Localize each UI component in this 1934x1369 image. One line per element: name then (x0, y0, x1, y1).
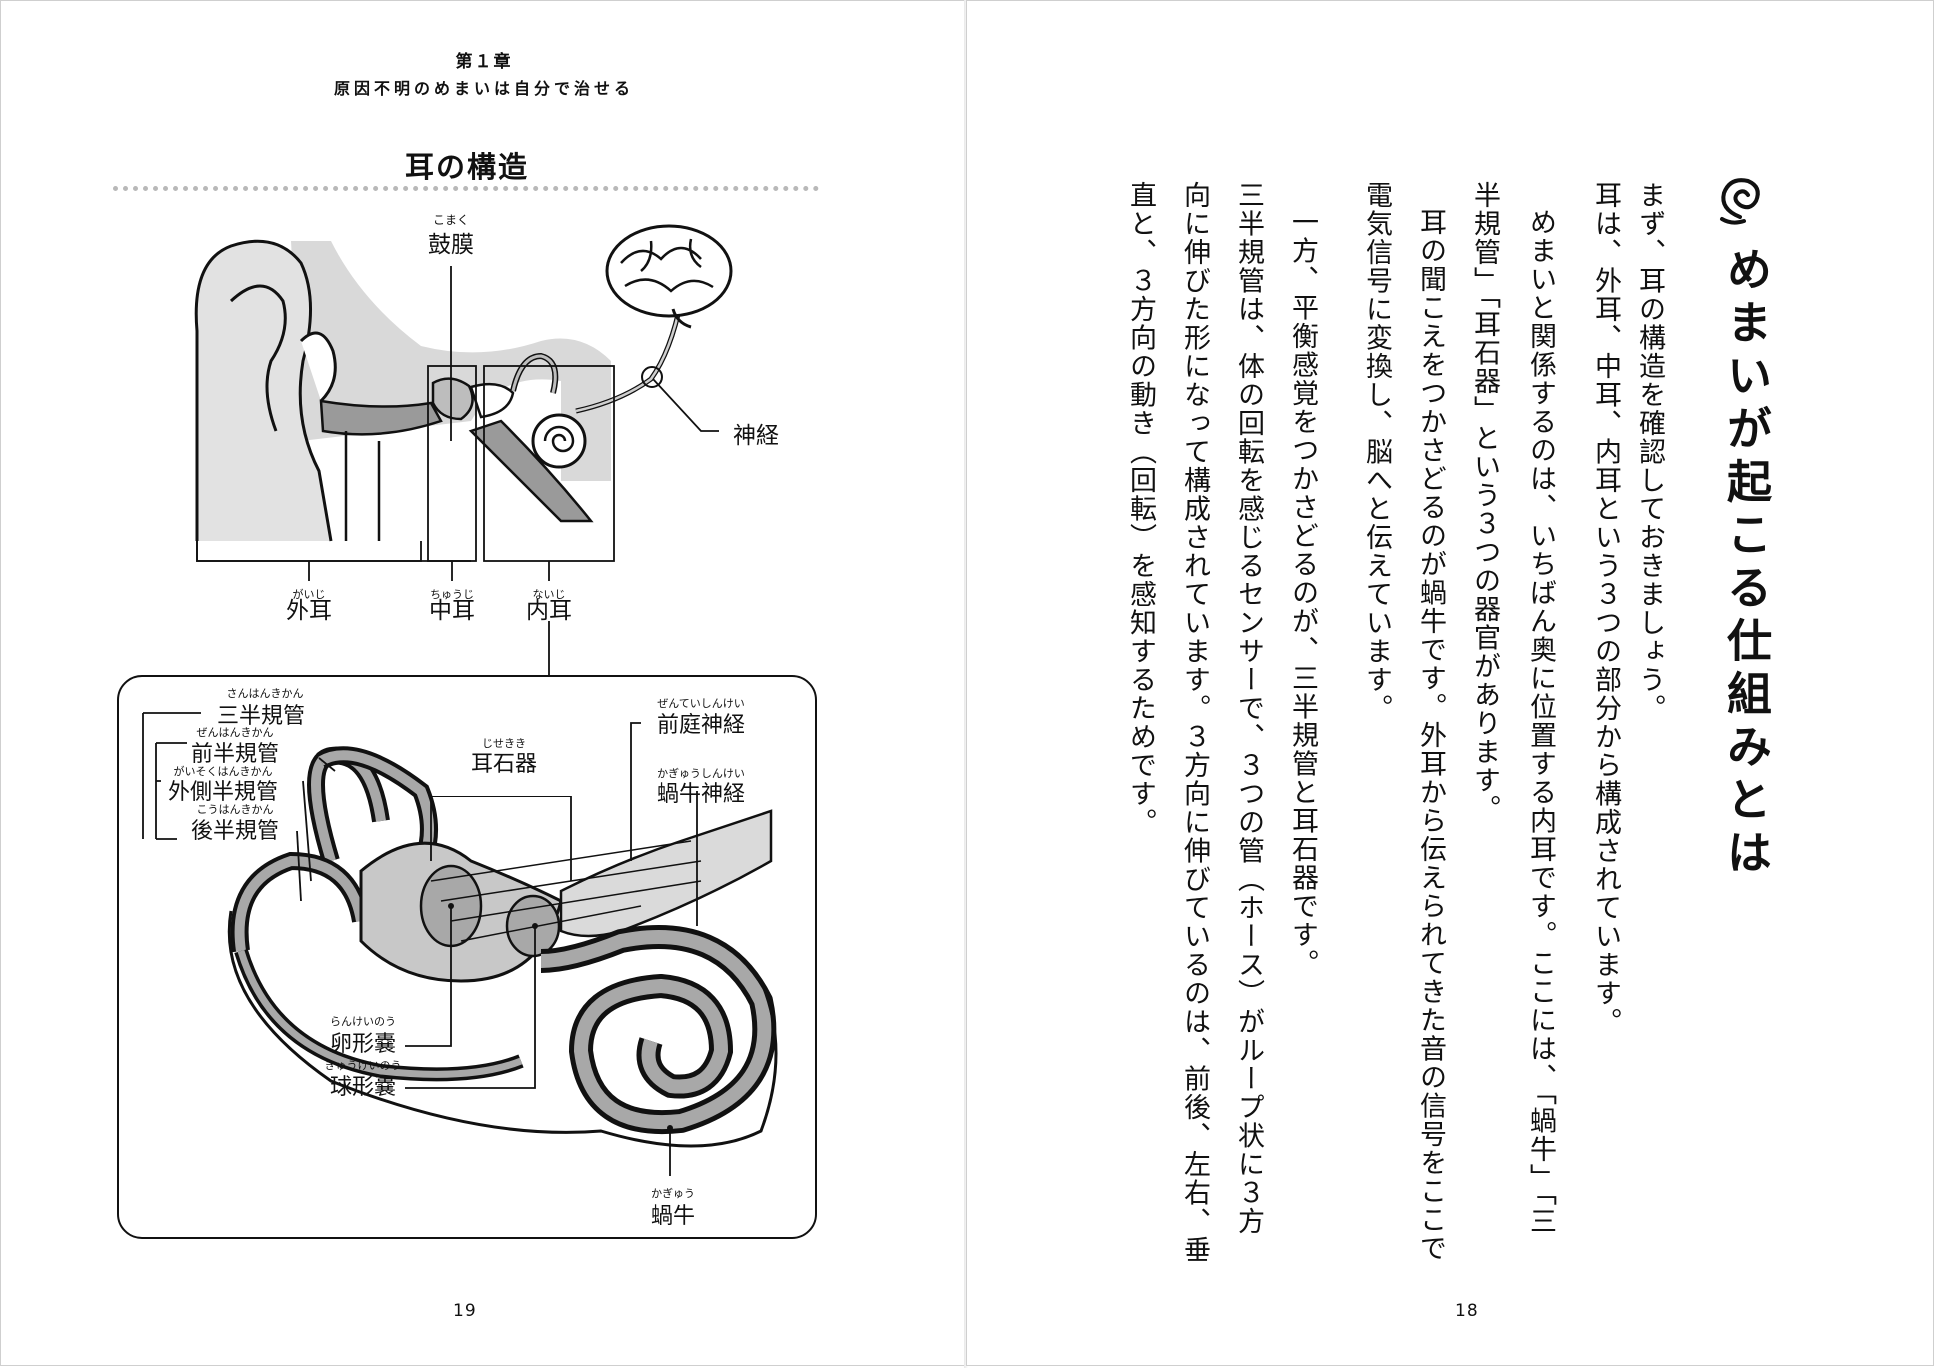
anterior-canal-ruby: ぜんはんきかん (197, 726, 274, 739)
otolith-label: 耳石器 (471, 752, 537, 777)
body-column-8: 三半規管は、体の回転を感じるセンサーで、３つの管（ホース）がループ状に３方 (1233, 181, 1264, 1236)
middle-ear-label: 中耳 (429, 598, 475, 624)
chapter-number: 第１章 (455, 52, 513, 72)
saccule-ruby: きゅうけいのう (325, 1059, 402, 1072)
cochlea-ruby: かぎゅう (651, 1186, 695, 1200)
brain-icon (605, 224, 733, 329)
utricle-label: 卵形嚢 (330, 1032, 396, 1057)
body-column-7: 一方、平衡感覚をつかさどるのが、三半規管と耳石器です。 (1287, 208, 1318, 978)
middle-ear-ruby: ちゅうじ (430, 588, 474, 601)
ear-diagram: こまく 鼓膜 神経 がいじ 外耳 ちゅうじ 中耳 ないじ 内耳 (117, 213, 817, 1239)
body-column-10: 直と、３方向の動き（回転）を感知するためです。 (1125, 181, 1156, 837)
left-page: 第１章 原因不明のめまいは自分で治せる 耳の構造 (0, 0, 966, 1366)
utricle-ruby: らんけいのう (330, 1015, 396, 1028)
vestibular-nerve-ruby: ぜんていしんけい (657, 697, 744, 710)
anterior-canal-label: 前半規管 (191, 742, 279, 767)
chapter-title: 原因不明のめまいは自分で治せる (333, 79, 634, 98)
cochlear-nerve-label: 蝸牛神経 (657, 782, 745, 807)
lateral-canal-label: 外側半規管 (168, 780, 278, 805)
inner-ear-label: 内耳 (526, 598, 572, 624)
dotted-divider (113, 186, 819, 191)
section-title: 耳の構造 (404, 150, 529, 184)
body-column-1: まず、耳の構造を確認しておきましょう。 (1634, 181, 1665, 723)
eardrum-ruby: こまく (433, 213, 469, 227)
cochlear-nerve-ruby: かぎゅうしんけい (657, 766, 745, 780)
right-page: めまいが起こる仕組みとは まず、耳の構造を確認しておきましょう。 耳は、外耳、中… (966, 0, 1934, 1366)
vestibular-nerve-label: 前庭神経 (657, 713, 745, 738)
body-column-2: 耳は、外耳、中耳、内耳という３つの部分から構成されています。 (1590, 181, 1621, 1036)
body-column-3: めまいと関係するのは、いちばん奥に位置する内耳です。ここには、「蝸牛」「三 (1525, 208, 1556, 1236)
inner-ear-ruby: ないじ (533, 588, 566, 601)
posterior-canal-ruby: こうはんきかん (197, 803, 274, 816)
body-column-4: 半規管」「耳石器」という３つの器官があります。 (1469, 181, 1500, 823)
lateral-canal-ruby: がいそくはんきかん (174, 764, 273, 778)
saccule-label: 球形嚢 (330, 1075, 396, 1100)
inner-ear-illustration (142, 712, 778, 1176)
eardrum-label: 鼓膜 (428, 232, 474, 258)
page-number: 19 (453, 1301, 477, 1321)
body-column-9: 向に伸びた形になって構成されています。３方向に伸びているのは、前後、左右、垂 (1179, 181, 1210, 1264)
swirl-icon (1720, 178, 1760, 225)
outer-ear-ruby: がいじ (293, 587, 326, 601)
otolith-ruby: じせきき (482, 737, 526, 750)
body-column-5: 耳の聞こえをつかさどるのが蝸牛です。外耳から伝えられてきた音の信号をここで (1415, 208, 1446, 1263)
semicircular-canals-label: 三半規管 (217, 704, 305, 729)
page-heading: めまいが起こる仕組みとは (1719, 246, 1772, 882)
cochlea-label: 蝸牛 (651, 1204, 695, 1229)
outer-ear-illustration (194, 224, 733, 676)
nerve-label: 神経 (733, 423, 779, 449)
body-column-6: 電気信号に変換し、脳へと伝えています。 (1361, 181, 1392, 723)
page-number: 18 (1455, 1301, 1479, 1321)
outer-ear-label: 外耳 (286, 598, 332, 624)
posterior-canal-label: 後半規管 (191, 819, 279, 844)
semicircular-canals-ruby: さんはんきかん (227, 687, 304, 700)
